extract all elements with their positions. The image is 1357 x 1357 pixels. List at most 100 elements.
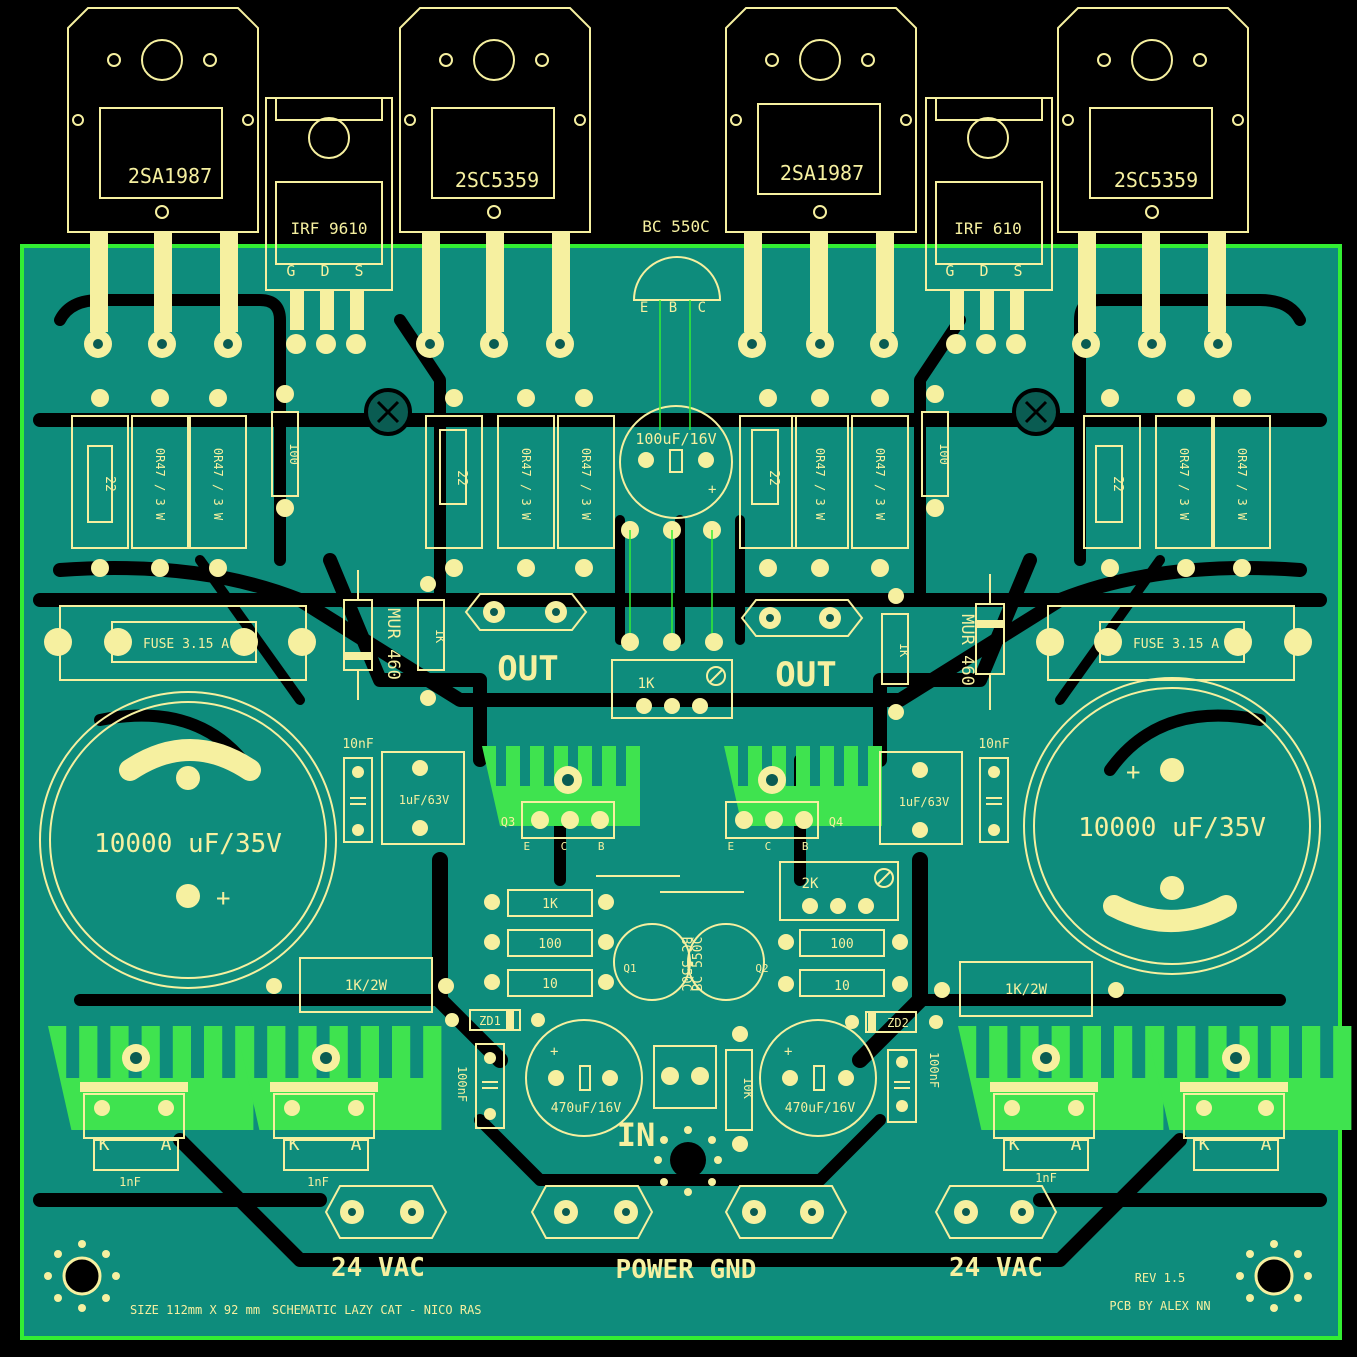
rectifier-br2: K A (1180, 1044, 1288, 1171)
r100-gate-label-1: 100 (287, 443, 301, 465)
r10k-label: 10K (741, 1077, 755, 1099)
in-label: IN (617, 1116, 656, 1154)
r047-label-3: 0R47 / 3 W (519, 448, 533, 521)
r10-left-label: 10 (542, 977, 558, 992)
transistor-4-label: 2SA1987 (780, 161, 864, 185)
vac-left-label: 24 VAC (331, 1253, 425, 1283)
vac-right-label: 24 VAC (949, 1253, 1043, 1283)
transistor-3: 2SC5359 (399, 7, 591, 332)
q1-part: BC 550C (678, 937, 693, 992)
r1k2w-left-label: 1K/2W (345, 978, 388, 994)
driver-q4: Q4 E C B (725, 766, 843, 853)
c1u-left-label: 1uF/63V (399, 793, 450, 807)
fuse-right: FUSE 3.15 A (1036, 605, 1312, 681)
zener-1: ZD1 (445, 1009, 545, 1031)
cap-100uf-label: 100uF/16V (635, 430, 716, 448)
irf610-label: IRF 610 (954, 219, 1021, 238)
input-section: 10K IN (617, 1026, 755, 1196)
trimmer-1k: 1K (611, 633, 733, 719)
cap-10000-left-label: 10000 uF/35V (94, 829, 282, 859)
transistor-6: 2SC5359 (1057, 7, 1249, 332)
caps-mid-left: 10nF 1uF/63V (342, 737, 465, 845)
rectifier-bl1: K A 1nF (80, 1044, 188, 1189)
pcb-author-text: PCB BY ALEX NN (1109, 1299, 1210, 1313)
trimmer-2k: 2K (779, 861, 899, 921)
pads-top-row (84, 330, 1232, 358)
schematic-credit-text: SCHEMATIC LAZY CAT - NICO RAS (272, 1303, 482, 1317)
diode-left-label: MUR 460 (383, 608, 403, 680)
board-outline (20, 244, 1342, 1340)
driver-q3: Q3 E C B (501, 766, 615, 853)
r1k-left-label: 1K (433, 629, 447, 644)
caps-mid-right: 10nF 1uF/63V (879, 737, 1010, 845)
r22-label-3: 22 (766, 470, 781, 486)
resistor-bank-right: 22 0R47 / 3 W 0R47 / 3 W 100 22 0R47 / 3… (739, 385, 1271, 577)
transistor-3-label: 2SC5359 (455, 168, 539, 192)
q2-label: Q2 (755, 962, 768, 975)
q4-label: Q4 (829, 815, 843, 829)
rect-bl1-cap: 1nF (119, 1175, 141, 1189)
rect-bl2-k: K (289, 1134, 300, 1155)
q4-pins: E C B (727, 840, 820, 853)
r1k2w-right-label: 1K/2W (1005, 982, 1048, 998)
c1u-right-label: 1uF/63V (899, 795, 950, 809)
rect-bl2-cap: 1nF (307, 1175, 329, 1189)
q2-part: BC 550C (691, 937, 706, 992)
r047-label-5: 0R47 / 3 W (813, 448, 827, 521)
rect-br1-k: K (1009, 1134, 1020, 1155)
c10n-left-label: 10nF (342, 737, 373, 752)
transistor-6-label: 2SC5359 (1114, 168, 1198, 192)
zd1-label: ZD1 (479, 1014, 501, 1028)
mounting-holes-mid (364, 388, 1060, 436)
mount-hole-bl (44, 1240, 120, 1312)
r100-gate-label-2: 100 (937, 443, 951, 465)
r047-label-4: 0R47 / 3 W (579, 448, 593, 521)
resistor-bank-left: 22 0R47 / 3 W 0R47 / 3 W 100 22 0R47 / 3… (71, 385, 615, 577)
cap-10000-left-plus: + (216, 884, 230, 912)
cap-100n-left: 100nF (455, 1043, 505, 1129)
r100-right-label: 100 (830, 937, 853, 952)
cap-470-left-label: 470uF/16V (551, 1101, 622, 1116)
r047-label-2: 0R47 / 3 W (211, 448, 225, 521)
out-terminal-left: OUT (464, 593, 588, 689)
out-label-right: OUT (775, 655, 836, 695)
cap-470-right: + 470uF/16V (759, 1019, 877, 1137)
r047-label-8: 0R47 / 3 W (1235, 448, 1249, 521)
cap-10000-right-plus: + (1126, 758, 1140, 786)
rect-br1-a: A (1071, 1134, 1082, 1155)
bc550-top-label: BC 550C (642, 217, 709, 236)
r10-right-label: 10 (834, 979, 850, 994)
trimmer-2k-label: 2K (802, 876, 819, 892)
revision-text: REV 1.5 (1135, 1271, 1186, 1285)
r22-label-1: 22 (102, 476, 117, 492)
mosfet-irf610: IRF 610 G D S (925, 97, 1053, 330)
cap-100n-left-label: 100nF (455, 1066, 469, 1102)
out-label-left: OUT (497, 649, 558, 689)
r1k-right-label: 1K (897, 643, 911, 658)
bc550-top-pins: E B C (640, 300, 712, 316)
r1k2w-left: 1K/2W (266, 957, 454, 1013)
transistor-4: 2SA1987 (725, 7, 917, 332)
terminal-vac-right: 24 VAC (934, 1185, 1058, 1283)
r1k2w-right: 1K/2W (934, 961, 1124, 1017)
irf9610-pins: G D S (286, 262, 371, 280)
q3-label: Q3 (501, 815, 515, 829)
resistors-input-left: 1K 100 10 (484, 889, 614, 997)
board-size-text: SIZE 112mm X 92 mm (130, 1303, 260, 1317)
transistor-1: 2SA1987 (67, 7, 259, 332)
r047-label-1: 0R47 / 3 W (153, 448, 167, 521)
terminal-power-gnd: POWER GND (530, 1185, 848, 1285)
irf610-pins: G D S (945, 262, 1030, 280)
irf9610-label: IRF 9610 (290, 219, 367, 238)
diode-right: MUR 460 1K (881, 574, 1005, 720)
rectifier-br1: K A 1nF (990, 1044, 1098, 1185)
fuse-right-label: FUSE 3.15 A (1133, 637, 1219, 652)
r047-label-6: 0R47 / 3 W (873, 448, 887, 521)
resistors-input-right: 100 10 (778, 929, 908, 997)
cap-100n-right-label: 100nF (927, 1052, 941, 1088)
r100-left-label: 100 (538, 937, 561, 952)
zd2-label: ZD2 (887, 1016, 909, 1030)
cap-10000-right-label: 10000 uF/35V (1078, 813, 1266, 843)
cap-10000-left: 10000 uF/35V + (39, 691, 337, 989)
cap-470-right-plus: + (784, 1044, 792, 1060)
